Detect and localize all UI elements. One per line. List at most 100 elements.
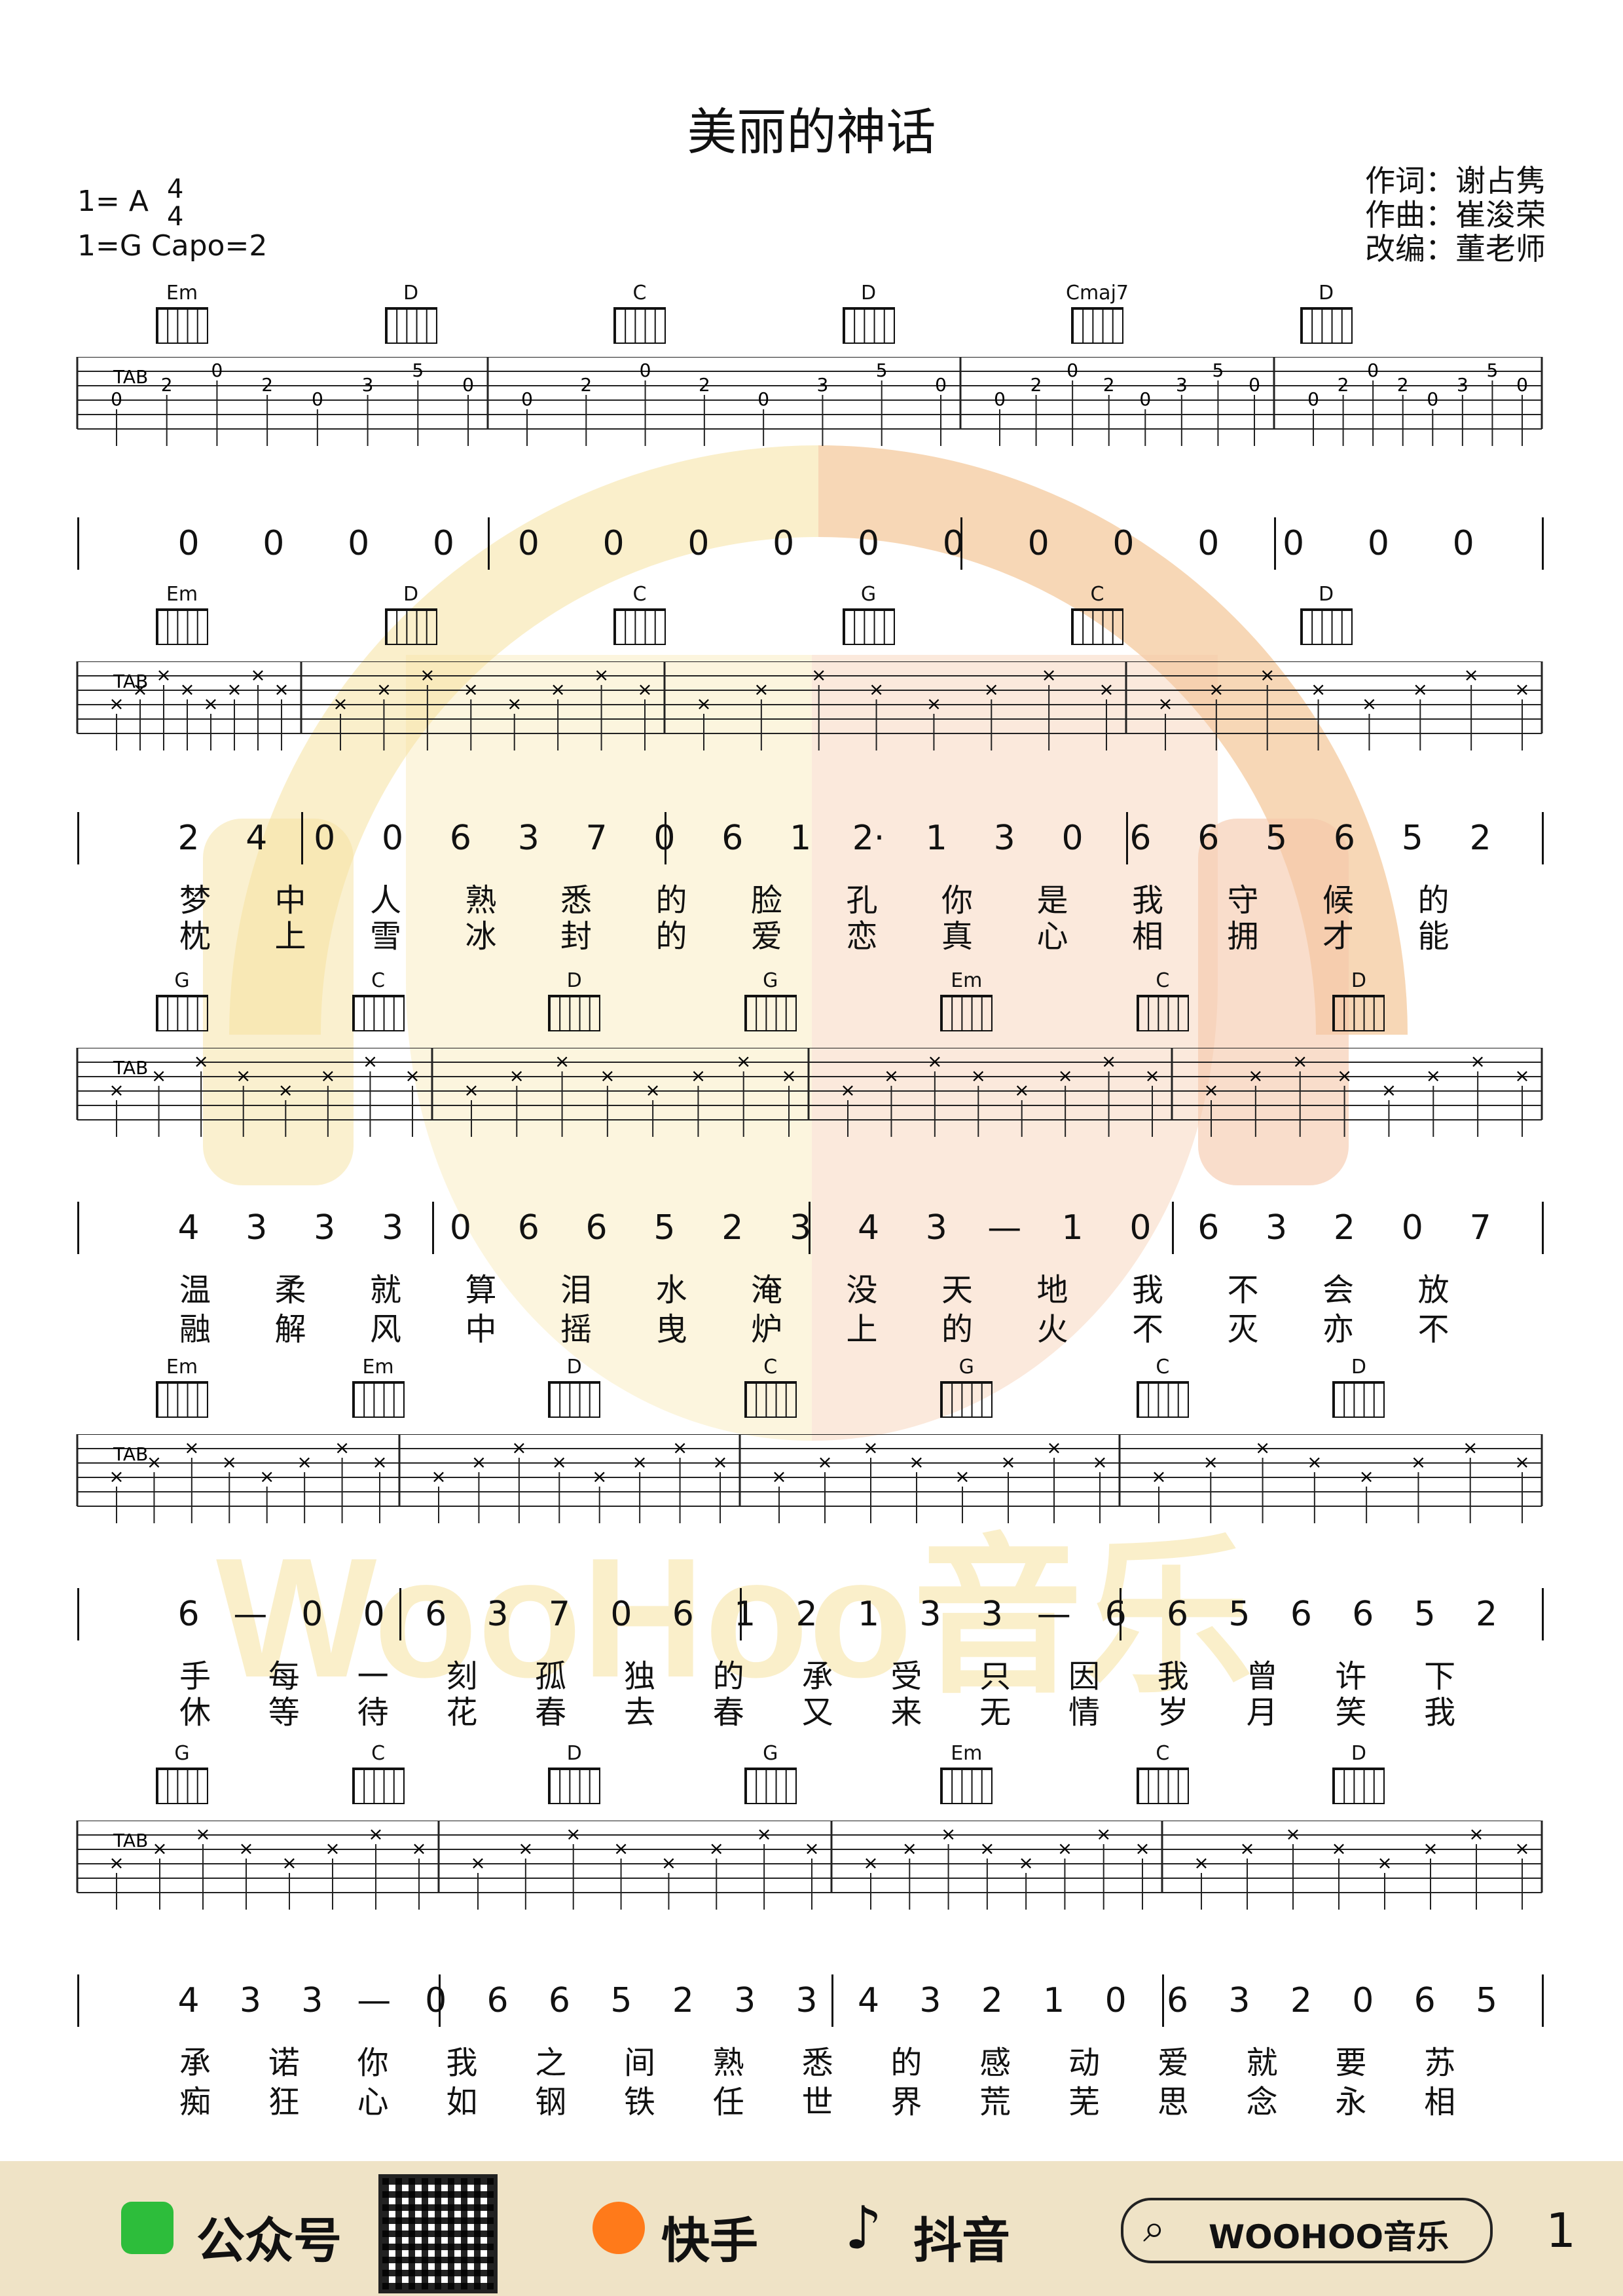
tab-note: × bbox=[274, 678, 289, 700]
tab-note: × bbox=[420, 664, 435, 686]
tab-note: × bbox=[431, 1466, 446, 1487]
chord-name: G bbox=[763, 969, 778, 992]
chord-grid bbox=[1070, 307, 1123, 344]
tab-note: × bbox=[1514, 1838, 1529, 1859]
chord-diagram: Em bbox=[940, 969, 993, 1031]
lyric-char: 候 bbox=[1322, 882, 1355, 919]
tab-note: × bbox=[152, 1838, 167, 1859]
chord-grid bbox=[842, 307, 895, 344]
tab-note: × bbox=[518, 1838, 533, 1859]
jianpu-bar-line bbox=[960, 517, 962, 570]
tab-note: × bbox=[1255, 1437, 1270, 1458]
jianpu-note: 2 bbox=[1476, 1595, 1498, 1634]
lyric-char: 摇 bbox=[560, 1311, 593, 1348]
lyric-char: 许 bbox=[1335, 1658, 1367, 1695]
tab-note: × bbox=[613, 1838, 629, 1859]
jianpu-note: 7 bbox=[1469, 1208, 1491, 1248]
chord-diagram: C bbox=[352, 969, 405, 1031]
tab-note: × bbox=[109, 693, 124, 714]
tab-note: × bbox=[863, 1437, 878, 1458]
lyric-char: 诺 bbox=[268, 2045, 300, 2081]
tab-note: × bbox=[411, 1838, 426, 1859]
jianpu-note: 2 bbox=[1469, 819, 1491, 858]
lyric-char: 淹 bbox=[750, 1272, 783, 1308]
tab-note: × bbox=[771, 1466, 786, 1487]
tab-note: 2 bbox=[261, 374, 273, 396]
lyric-char: 世 bbox=[801, 2084, 833, 2120]
jianpu-note: 3 bbox=[790, 1208, 812, 1248]
lyric-char: 永 bbox=[1335, 2084, 1367, 2120]
tab-note: × bbox=[1426, 1065, 1441, 1086]
tab-note: × bbox=[1057, 1838, 1072, 1859]
tab-clef: TAB bbox=[113, 366, 148, 388]
tab-note: × bbox=[1411, 1451, 1426, 1473]
qr-code bbox=[378, 2174, 498, 2293]
chord-name: D bbox=[566, 1356, 582, 1379]
lyric-char: 融 bbox=[179, 1311, 211, 1348]
chord-name: D bbox=[1351, 1356, 1366, 1379]
chord-grid bbox=[1332, 995, 1385, 1031]
jianpu-note: 7 bbox=[548, 1595, 570, 1634]
tab-note: 0 bbox=[1139, 388, 1151, 410]
tab-note: 0 bbox=[211, 360, 223, 381]
lyric-char: 封 bbox=[560, 918, 593, 955]
lyric-char: 灭 bbox=[1227, 1311, 1259, 1348]
lyric-char: 我 bbox=[1131, 882, 1164, 919]
tab-note: × bbox=[1203, 1451, 1218, 1473]
tab-note: 0 bbox=[521, 388, 533, 410]
tab-note: × bbox=[470, 1852, 485, 1874]
jianpu-note: 2 bbox=[721, 1208, 744, 1248]
lyric-char: 痴 bbox=[179, 2084, 211, 2120]
tab-note: × bbox=[566, 1823, 581, 1845]
chord-diagram: G bbox=[940, 1356, 993, 1418]
lyric-char: 的 bbox=[890, 2045, 922, 2081]
lyric-char: 没 bbox=[846, 1272, 878, 1308]
lyric-char: 要 bbox=[1335, 2045, 1367, 2081]
search-box[interactable]: ⌕ WOOHOO音乐 bbox=[1121, 2198, 1493, 2263]
chord-diagram: C bbox=[1071, 583, 1123, 645]
tab-note: × bbox=[804, 1838, 819, 1859]
jianpu-note: 0 bbox=[1112, 524, 1135, 563]
tab-note: × bbox=[1381, 1079, 1396, 1101]
lyric-char: 火 bbox=[1036, 1311, 1068, 1348]
lyric-char: 苏 bbox=[1424, 2045, 1456, 2081]
tab-note: × bbox=[984, 678, 999, 700]
tab-note: × bbox=[645, 1079, 660, 1101]
tab-note: × bbox=[151, 1065, 166, 1086]
lyric-char: 相 bbox=[1424, 2084, 1456, 2120]
jianpu-note: 0 bbox=[432, 524, 454, 563]
tab-note: × bbox=[1359, 1466, 1374, 1487]
jianpu-note: 6 bbox=[425, 1595, 447, 1634]
chord-grid bbox=[744, 995, 797, 1031]
tab-note: × bbox=[297, 1451, 312, 1473]
tab-staff: TAB×××××××××××××××××××××××××××××××× bbox=[76, 1048, 1543, 1137]
tab-note: 0 bbox=[1067, 360, 1078, 381]
tab-note: × bbox=[1514, 1451, 1529, 1473]
tab-note: × bbox=[632, 1451, 647, 1473]
jianpu-note: 0 bbox=[1352, 1981, 1374, 2020]
jianpu-note: 4 bbox=[857, 1981, 880, 2020]
jianpu-note: 4 bbox=[857, 1208, 880, 1248]
lyric-char: 水 bbox=[655, 1272, 687, 1308]
tab-note: × bbox=[1377, 1852, 1392, 1874]
lyric-char: 你 bbox=[941, 882, 974, 919]
lyric-char: 又 bbox=[801, 1694, 833, 1731]
chord-grid bbox=[156, 608, 208, 645]
tab-note: × bbox=[259, 1466, 274, 1487]
tab-note: × bbox=[203, 693, 218, 714]
chord-diagram: G bbox=[744, 969, 797, 1031]
jianpu-note: 2 bbox=[672, 1981, 694, 2020]
jianpu-note: 6 bbox=[1197, 1208, 1220, 1248]
lyric-char: 真 bbox=[941, 918, 974, 955]
jianpu-note: 0 bbox=[1027, 524, 1049, 563]
jianpu-note: 3 bbox=[239, 1981, 261, 2020]
jianpu-note: — bbox=[233, 1595, 268, 1634]
lyric-char: 悉 bbox=[801, 2045, 833, 2081]
jianpu-note: 1 bbox=[1061, 1208, 1084, 1248]
tab-note: 0 bbox=[1367, 360, 1379, 381]
chord-diagram: D bbox=[384, 282, 437, 344]
tab-note: × bbox=[637, 678, 652, 700]
lyric-char: 不 bbox=[1227, 1272, 1259, 1308]
chord-name: C bbox=[371, 1742, 386, 1765]
lyric-char: 是 bbox=[1036, 882, 1068, 919]
